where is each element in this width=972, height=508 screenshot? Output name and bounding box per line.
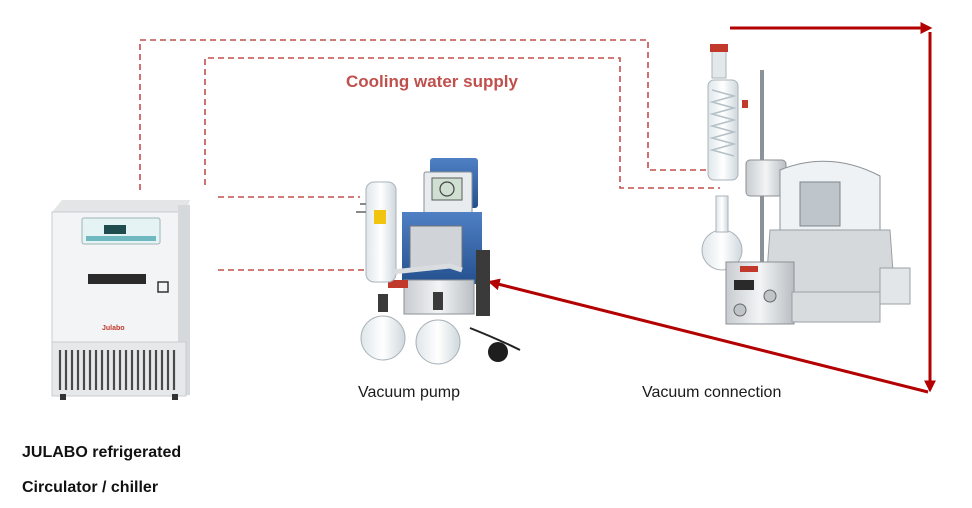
vacuum-pump-label: Vacuum pump — [358, 384, 460, 401]
cooling-line-outer — [139, 39, 708, 190]
chiller-label-line2: Circulator / chiller — [22, 479, 159, 496]
vacuum-pump — [356, 158, 521, 365]
cooling-water-lines — [139, 39, 720, 271]
vacuum-connection-lines — [487, 22, 936, 394]
chiller-label-line1: JULABO refrigerated — [22, 444, 182, 461]
cooling-water-supply-label: Cooling water supply — [346, 72, 518, 91]
vacuum-connection-label: Vacuum connection — [642, 384, 782, 401]
vacuum-arrow-return — [487, 278, 929, 394]
chiller-unit — [51, 200, 190, 400]
cooling-line-inner — [204, 57, 720, 189]
chiller-logo: Julabo — [102, 325, 125, 332]
rotary-evaporator — [701, 44, 911, 325]
